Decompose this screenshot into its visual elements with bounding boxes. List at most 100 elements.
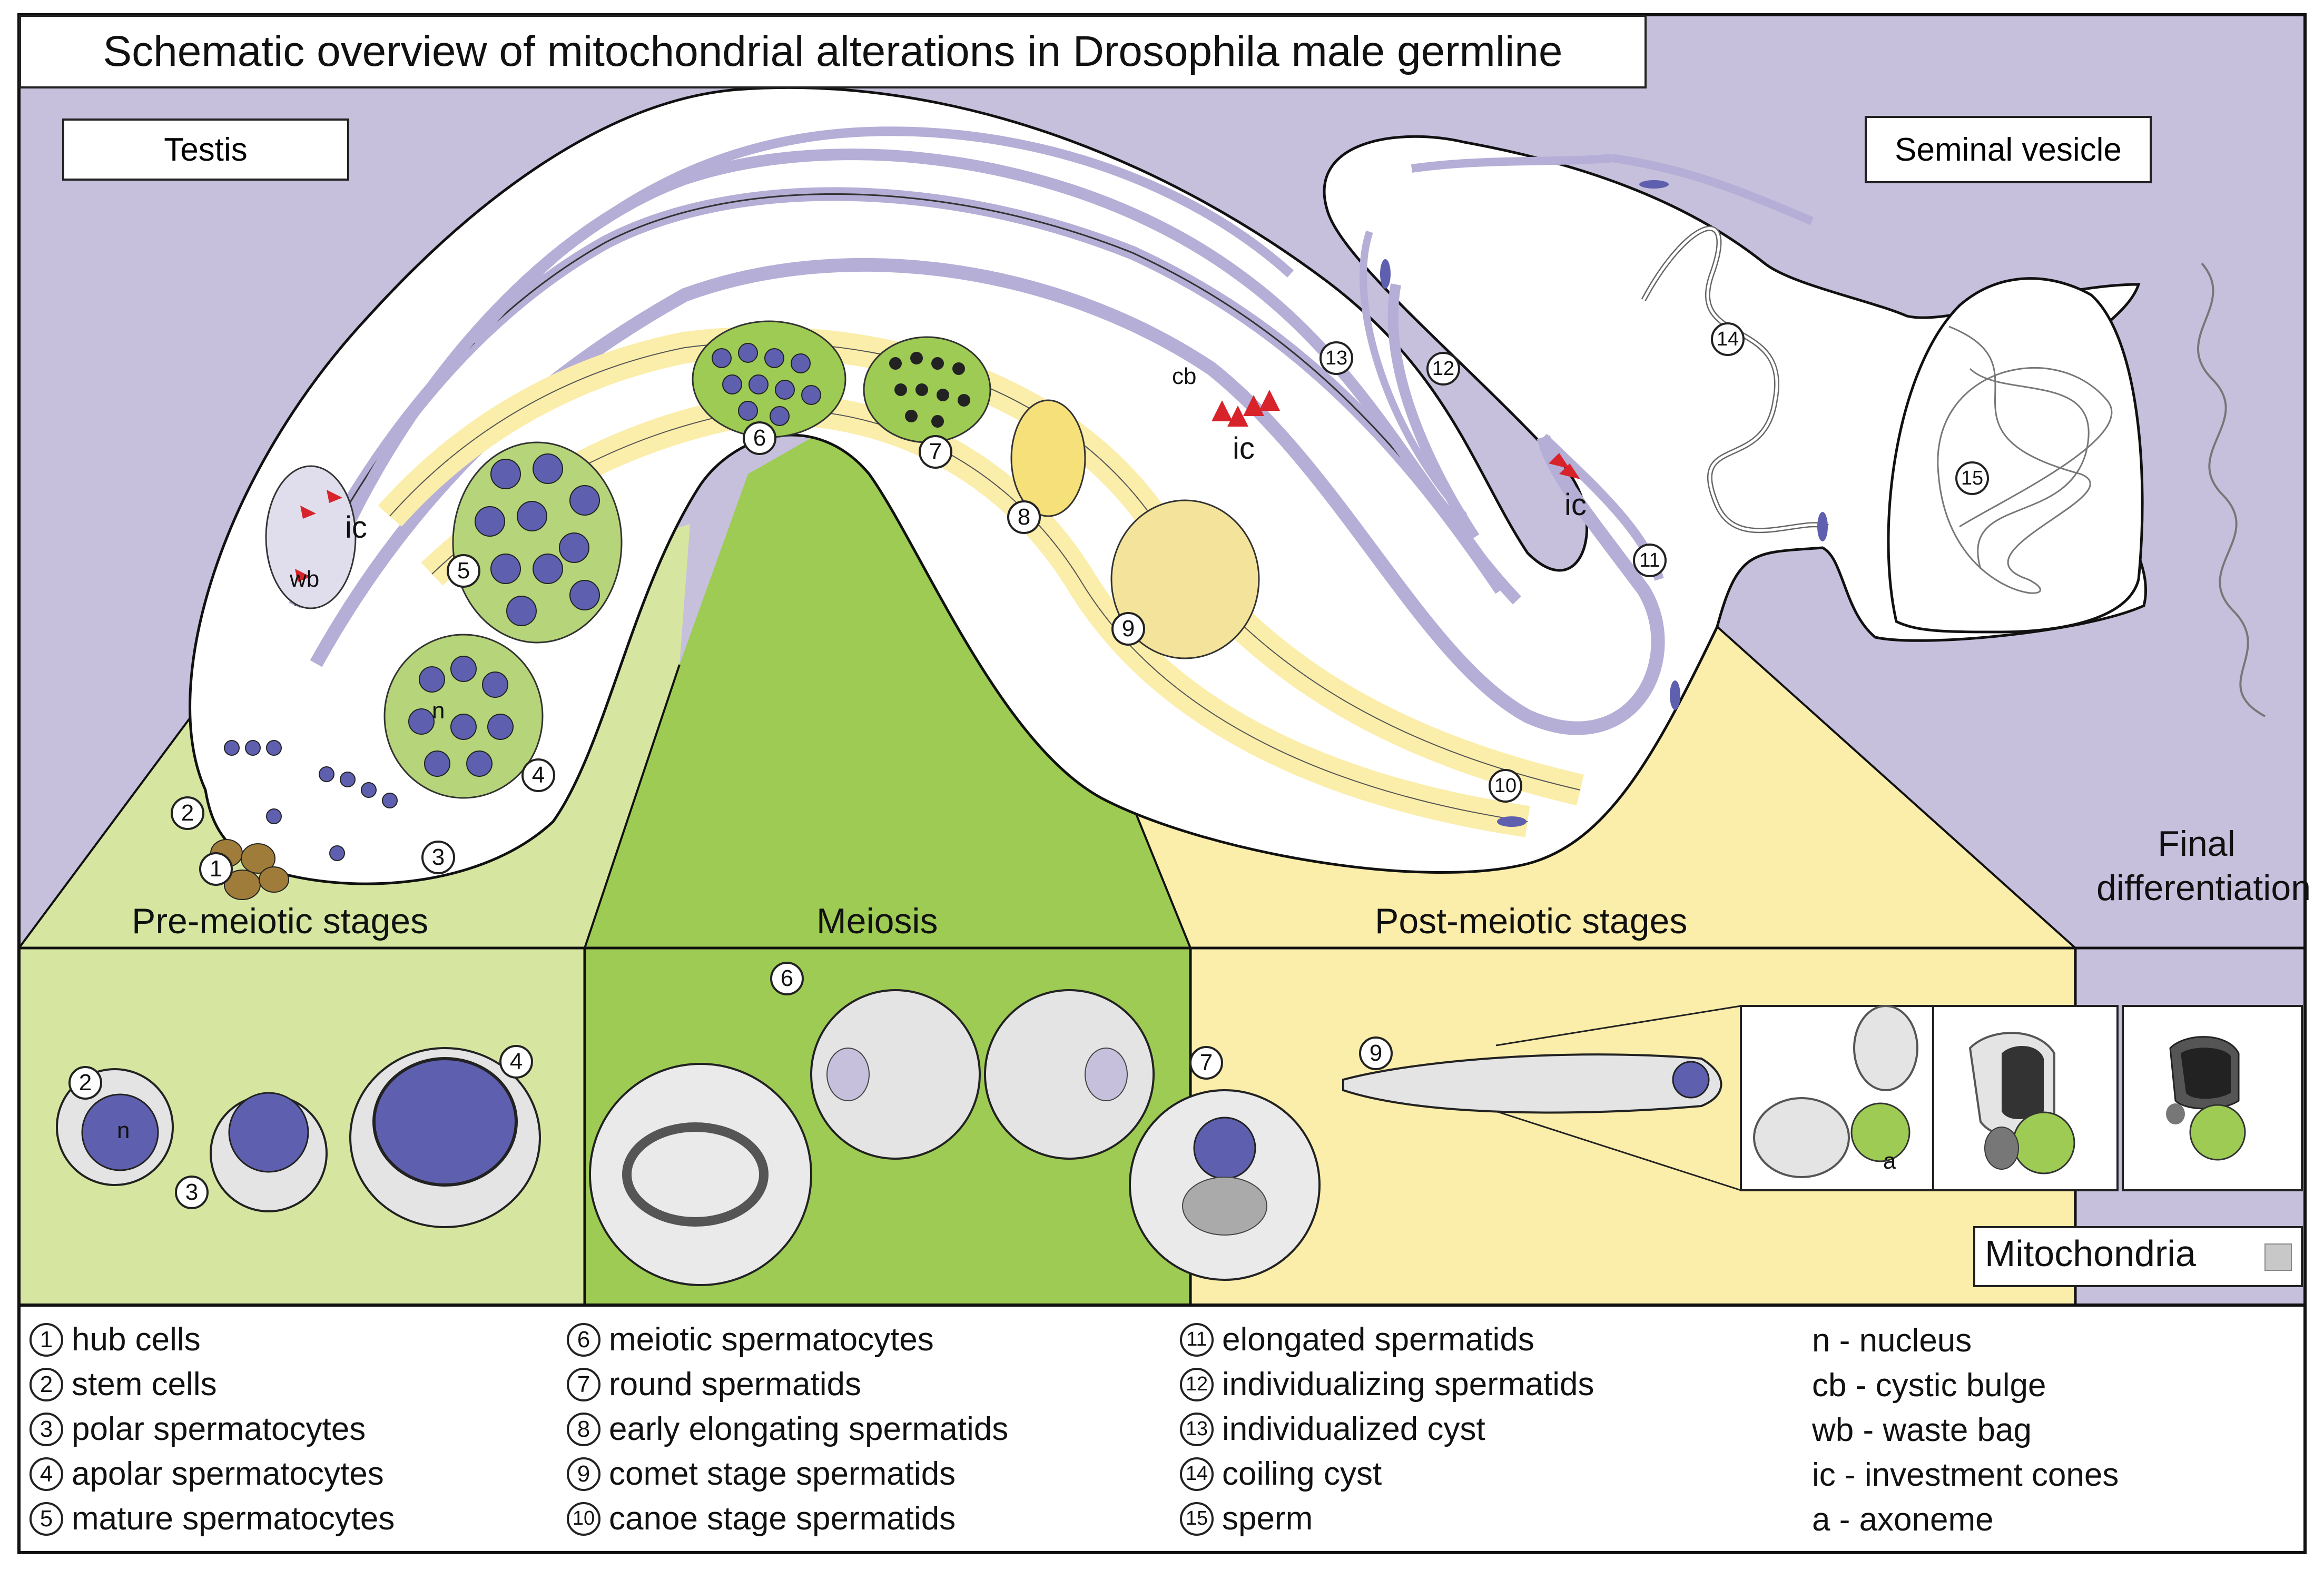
seminal-vesicle xyxy=(1887,277,2144,634)
stage-marker-2: 2 xyxy=(171,796,204,830)
comet-cyst xyxy=(1110,499,1260,659)
legend-item-5: 5 mature spermatocytes xyxy=(29,1500,395,1537)
pre-meiotic-label: Pre-meiotic stages xyxy=(132,901,429,941)
ic-label-right: ic xyxy=(1564,488,1587,522)
stage-marker-7: 7 xyxy=(919,435,952,469)
panel-marker-4: 4 xyxy=(499,1045,533,1079)
legend-item-6: 6 meiotic spermatocytes xyxy=(567,1321,934,1358)
abbr-axoneme: a - axoneme xyxy=(1812,1502,1994,1538)
cb-label: cb xyxy=(1172,363,1197,389)
waste-bag xyxy=(265,465,357,609)
legend-number: 15 xyxy=(1180,1502,1214,1536)
legend-text: individualizing spermatids xyxy=(1222,1366,1594,1403)
legend-number: 6 xyxy=(567,1322,600,1357)
meiosis-region xyxy=(585,432,1190,948)
legend-number: 4 xyxy=(29,1457,63,1491)
stage-marker-6: 6 xyxy=(743,421,776,455)
legend-text: coiling cyst xyxy=(1222,1456,1382,1492)
legend-item-9: 9 comet stage spermatids xyxy=(567,1455,956,1493)
nuclei xyxy=(224,343,821,861)
stage-marker-12: 12 xyxy=(1426,352,1460,386)
legend-number: 11 xyxy=(1180,1322,1214,1357)
legend-number: 9 xyxy=(567,1457,600,1491)
mitochondria-label: Mitochondria xyxy=(1985,1233,2196,1274)
mitochondria-swatch xyxy=(2264,1243,2292,1271)
stage-marker-5: 5 xyxy=(447,554,480,588)
legend-item-8: 8 early elongating spermatids xyxy=(567,1410,1008,1448)
spermatid-nuclei xyxy=(889,352,970,428)
legend-number: 13 xyxy=(1180,1412,1214,1446)
legend-item-7: 7 round spermatids xyxy=(567,1366,861,1403)
stage-marker-3: 3 xyxy=(421,841,455,874)
final-differentiation-label: Final differentiation xyxy=(2096,824,2311,908)
bottom-panel-cells xyxy=(56,989,1741,1286)
legend-number: 10 xyxy=(567,1502,600,1536)
legend-item-14: 14 coiling cyst xyxy=(1180,1455,1382,1493)
ic-label-middle: ic xyxy=(1233,431,1255,466)
legend-text: individualized cyst xyxy=(1222,1411,1485,1447)
legend-text: comet stage spermatids xyxy=(609,1456,956,1492)
legend-text: round spermatids xyxy=(609,1366,862,1403)
legend-item-1: 1 hub cells xyxy=(29,1321,201,1358)
figure-title-box: Schematic overview of mitochondrial alte… xyxy=(19,15,1647,88)
legend-text: meiotic spermatocytes xyxy=(609,1321,934,1358)
n-label-top: n xyxy=(432,698,445,724)
legend-item-3: 3 polar spermatocytes xyxy=(29,1410,366,1448)
legend-item-12: 12 individualizing spermatids xyxy=(1180,1366,1594,1403)
inset-boxes xyxy=(1740,1005,2303,1191)
meiosis-label: Meiosis xyxy=(816,901,938,941)
early-elongating-cyst xyxy=(1010,399,1086,517)
legend-number: 3 xyxy=(29,1412,63,1446)
legend-number: 1 xyxy=(29,1322,63,1357)
legend-number: 7 xyxy=(567,1367,600,1401)
panel-marker-2: 2 xyxy=(68,1066,102,1100)
panel-marker-9: 9 xyxy=(1359,1036,1393,1070)
panel-marker-7: 7 xyxy=(1189,1046,1223,1080)
legend-item-4: 4 apolar spermatocytes xyxy=(29,1455,384,1493)
stage-marker-15: 15 xyxy=(1955,461,1989,495)
legend-text: early elongating spermatids xyxy=(609,1411,1009,1447)
legend-text: canoe stage spermatids xyxy=(609,1500,956,1537)
legend-text: sperm xyxy=(1222,1500,1313,1537)
wb-label: wb xyxy=(290,566,320,592)
investment-cones xyxy=(295,390,1580,582)
legend-item-10: 10 canoe stage spermatids xyxy=(567,1500,956,1537)
abbr-waste-bag: wb - waste bag xyxy=(1812,1412,2032,1448)
post-meiotic-label: Post-meiotic stages xyxy=(1375,901,1688,941)
ic-label-left: ic xyxy=(345,510,367,545)
seminal-vesicle-label: Seminal vesicle xyxy=(1895,131,2122,168)
legend-item-2: 2 stem cells xyxy=(29,1366,217,1403)
legend-text: elongated spermatids xyxy=(1222,1321,1534,1358)
legend-item-13: 13 individualized cyst xyxy=(1180,1410,1485,1448)
legend-number: 8 xyxy=(567,1412,600,1446)
stage-marker-9: 9 xyxy=(1111,612,1145,646)
a-label: a xyxy=(1883,1148,1896,1174)
stage-marker-4: 4 xyxy=(521,758,555,792)
figure-title: Schematic overview of mitochondrial alte… xyxy=(103,27,1563,75)
seminal-vesicle-label-box: Seminal vesicle xyxy=(1865,116,2152,183)
stage-marker-1: 1 xyxy=(199,852,233,886)
stage-marker-13: 13 xyxy=(1319,341,1353,375)
legend-text: polar spermatocytes xyxy=(72,1411,366,1447)
legend-number: 2 xyxy=(29,1367,63,1401)
stage-marker-11: 11 xyxy=(1633,544,1667,577)
legend-text: apolar spermatocytes xyxy=(72,1456,384,1492)
stage-marker-14: 14 xyxy=(1711,322,1745,356)
legend-number: 12 xyxy=(1180,1367,1214,1401)
legend-text: stem cells xyxy=(72,1366,217,1403)
testis-label: Testis xyxy=(164,131,248,168)
stage-marker-8: 8 xyxy=(1007,500,1041,534)
legend-number: 5 xyxy=(29,1502,63,1536)
abbr-nucleus: n - nucleus xyxy=(1812,1322,1972,1359)
testis-label-box: Testis xyxy=(62,119,349,181)
abbr-investment-cones: ic - investment cones xyxy=(1812,1457,2119,1493)
legend-text: mature spermatocytes xyxy=(72,1500,395,1537)
meiotic-cyst xyxy=(692,320,846,438)
sperm-heads xyxy=(1380,180,1828,827)
legend-text: hub cells xyxy=(72,1321,201,1358)
testis-tube xyxy=(189,86,2148,885)
mitochondria-legend-box xyxy=(1973,1226,2303,1287)
legend-item-15: 15 sperm xyxy=(1180,1500,1313,1537)
